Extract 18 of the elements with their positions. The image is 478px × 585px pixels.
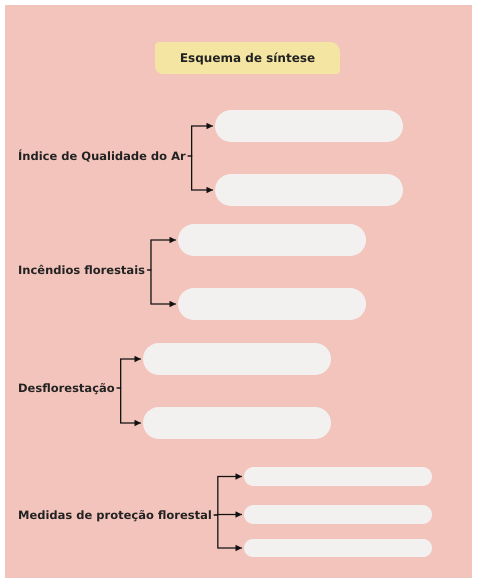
bracket-arrow [146,269,176,308]
bracket-arrow [188,155,213,194]
answer-field [143,407,331,439]
answer-field [143,343,331,375]
answer-field [244,467,432,486]
title-highlight: Esquema de síntese [155,42,340,74]
answer-field [244,539,432,557]
topic-label: Índice de Qualidade do Ar [18,149,186,163]
answer-field [178,224,366,256]
topic-label: Incêndios florestais [18,263,145,277]
topic-label: Desflorestação [18,381,115,395]
answer-field [215,110,403,142]
topic-label: Medidas de proteção florestal [18,508,212,522]
answer-field [215,174,403,206]
answer-field [178,288,366,320]
bracket-arrow [214,514,242,552]
bracket-arrow [116,387,141,426]
answer-field [244,505,432,524]
